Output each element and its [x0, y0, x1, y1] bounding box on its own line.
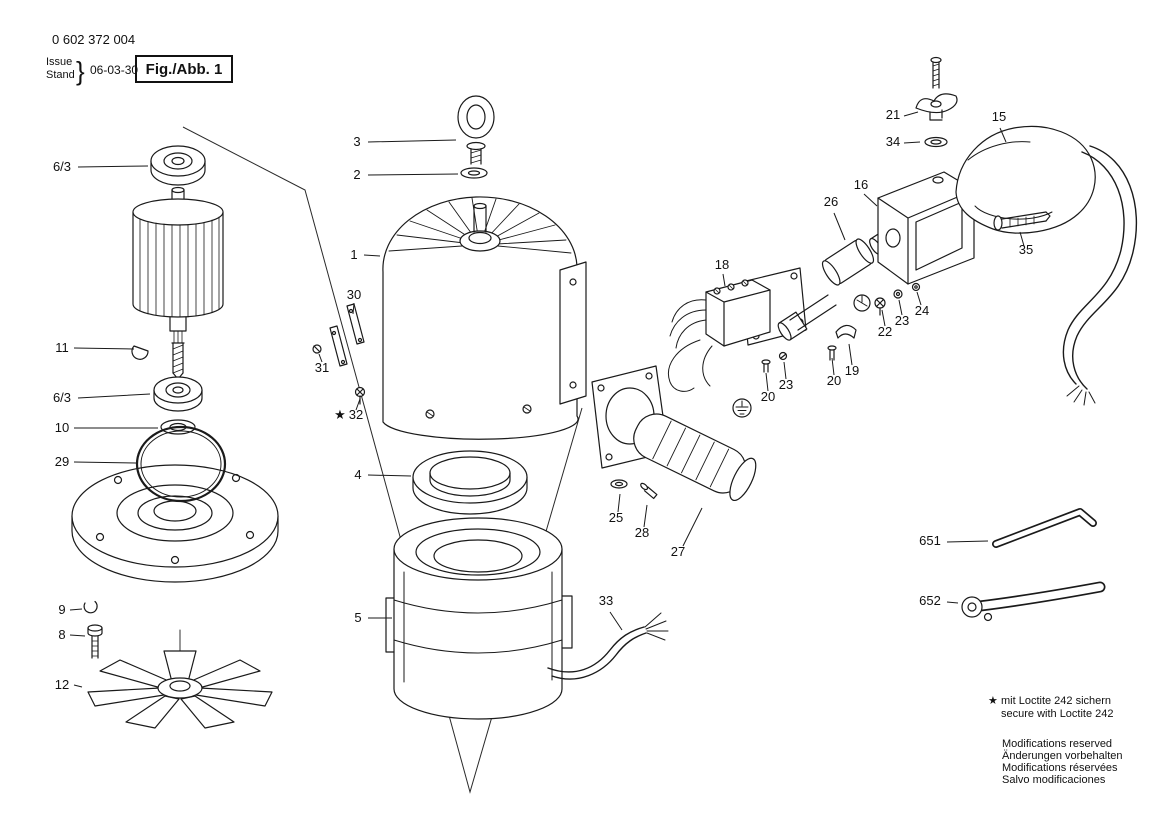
callout-15: 15 [992, 109, 1006, 124]
callout-32-star: ★ [334, 407, 346, 422]
part-motor-housing-1 [382, 196, 587, 440]
issue-label: Issue [46, 56, 72, 68]
callout-33: 33 [599, 593, 613, 608]
part-screw-31 [312, 344, 322, 354]
callout-25: 25 [609, 510, 623, 525]
part-side-handle-assembly-27 [591, 365, 757, 502]
part-wing-nut-21 [915, 93, 958, 121]
part-brush-plates-30 [329, 303, 365, 367]
mods-note-es: Salvo modificaciones [1002, 774, 1106, 786]
callout-30: 30 [347, 287, 361, 302]
callout-12: 12 [55, 677, 69, 692]
fig-label-box [135, 55, 233, 83]
stand-label: Stand [46, 69, 75, 81]
callout-3: 3 [353, 134, 360, 149]
part-hex-key-651 [992, 508, 1097, 548]
callout-31: 31 [315, 360, 329, 375]
loctite-star: ★ [988, 695, 998, 707]
part-handle-15 [955, 125, 1096, 234]
callout-21: 21 [886, 107, 900, 122]
footnotes: ★ mit Loctite 242 sichern secure with Lo… [988, 695, 1122, 786]
header: 0 602 372 004 Issue Stand } 06-03-30 Fig… [46, 32, 233, 86]
callout-19: 19 [845, 363, 859, 378]
loctite-note-en: secure with Loctite 242 [1001, 708, 1114, 720]
part-screw-22 [874, 297, 886, 316]
part-seal-ring-4 [412, 450, 528, 515]
part-screw-top [930, 56, 942, 89]
mods-note-fr: Modifications réservées [1002, 762, 1118, 774]
callout-11: 11 [55, 340, 69, 355]
part-washer-24 [911, 282, 921, 292]
part-clamp-19 [835, 324, 857, 339]
mods-note-en: Modifications reserved [1002, 738, 1112, 750]
part-pin-wrench-652 [961, 581, 1106, 622]
loctite-note-de: mit Loctite 242 sichern [1001, 695, 1111, 707]
part-ground-symbol [732, 398, 752, 418]
callout-22: 22 [878, 324, 892, 339]
part-number: 0 602 372 004 [52, 32, 135, 47]
part-washer-23-right [893, 289, 903, 299]
callout-35: 35 [1019, 242, 1033, 257]
callouts: 6/3 11 6/3 10 29 9 8 12 3 2 1 30 31 ★ 32… [53, 107, 1033, 692]
part-ball-bearing-lower [153, 376, 203, 412]
part-armature [132, 186, 224, 380]
part-washer-34 [924, 136, 948, 148]
callout-23-right: 23 [895, 313, 909, 328]
part-eye-bolt-3 [457, 95, 495, 165]
part-ball-bearing-upper [150, 145, 206, 186]
callout-20-left: 20 [761, 389, 775, 404]
callout-27: 27 [671, 544, 685, 559]
part-screw-23-left [778, 351, 788, 361]
part-fan-12 [87, 629, 273, 729]
callout-9: 9 [58, 602, 65, 617]
callout-1: 1 [350, 247, 357, 262]
part-screw-20-right [827, 345, 837, 361]
mods-note-de: Änderungen vorbehalten [1002, 750, 1122, 762]
part-bearing-flange [71, 464, 279, 583]
callout-32: 32 [349, 407, 363, 422]
callout-18: 18 [715, 257, 729, 272]
part-circlip-9 [83, 600, 98, 614]
callout-23-left: 23 [779, 377, 793, 392]
callout-34: 34 [886, 134, 900, 149]
part-stator-housing-5 [385, 517, 573, 720]
leader-lines [69, 111, 1025, 688]
callout-5: 5 [354, 610, 361, 625]
callout-16: 16 [854, 177, 868, 192]
callout-29: 29 [55, 454, 69, 469]
part-screw-35 [993, 211, 1051, 231]
callout-20-right: 20 [827, 373, 841, 388]
part-washer-25 [610, 479, 628, 489]
part-o-ring-29 [135, 425, 227, 503]
callout-652: 652 [919, 593, 941, 608]
part-screw-20-left [761, 359, 771, 373]
brace-glyph: } [76, 56, 85, 86]
callout-26: 26 [824, 194, 838, 209]
callout-651: 651 [919, 533, 941, 548]
part-screw-28 [640, 482, 658, 500]
part-gear-housing-16 [877, 171, 975, 285]
part-woodruff-key [131, 345, 149, 360]
callout-10: 10 [55, 420, 69, 435]
callout-28: 28 [635, 525, 649, 540]
fig-label: Fig./Abb. 1 [146, 61, 223, 78]
callout-8: 8 [58, 627, 65, 642]
callout-6-3-lower: 6/3 [53, 390, 71, 405]
callout-2: 2 [353, 167, 360, 182]
callout-24: 24 [915, 303, 929, 318]
part-washer-2 [460, 167, 488, 179]
issue-date: 06-03-30 [90, 63, 138, 77]
part-ground-screw [853, 294, 871, 312]
part-screw-8 [87, 624, 103, 659]
callout-6-3-upper: 6/3 [53, 159, 71, 174]
callout-4: 4 [354, 467, 361, 482]
part-power-cord [1062, 145, 1137, 406]
part-cable-33 [547, 612, 669, 680]
